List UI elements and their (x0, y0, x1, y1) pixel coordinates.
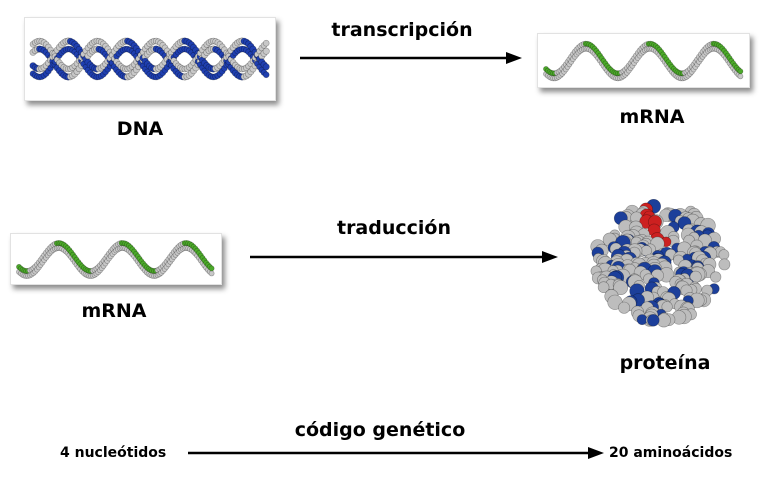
mrna-strand-image-bottom (11, 234, 221, 284)
protein-structure-image (590, 198, 731, 328)
translation-arrow (250, 251, 558, 263)
mrna-caption-top: mRNA (619, 106, 685, 128)
dna-helix-image (25, 18, 275, 100)
protein-caption: proteína (619, 352, 711, 374)
genetic-code-arrow (188, 447, 604, 459)
genetic-code-label: código genético (294, 419, 466, 441)
amino-acids-text: 20 aminoácidos (609, 445, 733, 461)
nucleotides-text: 4 nucleótidos (60, 445, 167, 461)
mrna-caption-bottom: mRNA (81, 300, 147, 322)
transcription-label: transcripción (331, 19, 473, 41)
dna-caption: DNA (116, 118, 164, 140)
dna-image-frame (24, 17, 276, 101)
transcription-arrow (300, 52, 522, 64)
mrna-image-frame-top (537, 33, 750, 88)
translation-label: traducción (336, 217, 452, 239)
mrna-image-frame-bottom (10, 233, 222, 285)
mrna-strand-image-top (538, 34, 749, 87)
